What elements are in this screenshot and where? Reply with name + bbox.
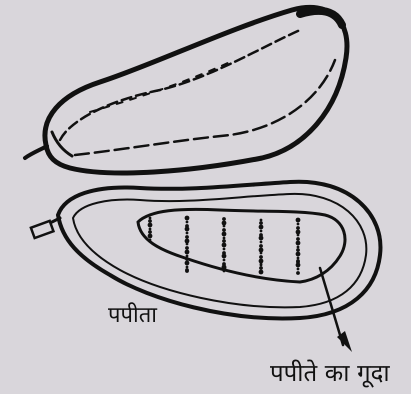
- seed-dot: [222, 228, 226, 232]
- seed-dot: [296, 252, 301, 257]
- seed-dot: [259, 270, 264, 275]
- seed-dot: [260, 252, 263, 255]
- seed-dot: [296, 237, 300, 241]
- seed-dot: [260, 230, 263, 233]
- whole-papaya: [25, 7, 347, 173]
- seed-dot: [259, 255, 263, 259]
- seed-dot: [297, 268, 300, 271]
- seed-dot: [223, 259, 226, 262]
- seed-dot: [222, 265, 227, 270]
- pointer-line: [320, 268, 343, 345]
- seed-dot: [148, 234, 153, 239]
- seed-dot: [297, 257, 300, 260]
- seed-dot: [148, 230, 152, 234]
- seed-dot: [297, 246, 300, 249]
- seed-dot: [259, 244, 263, 248]
- seed-dot: [296, 248, 300, 252]
- seed-dot: [185, 261, 190, 266]
- seed-dot: [260, 241, 263, 244]
- seed-dot: [148, 223, 153, 228]
- seed-dot: [223, 237, 226, 240]
- seed-dot: [185, 257, 189, 261]
- seed-dot: [185, 246, 189, 250]
- seed-dot: [185, 250, 190, 255]
- seed-dot: [260, 219, 263, 222]
- seed-dot: [296, 241, 301, 246]
- cut-papaya-stalk: [31, 221, 54, 238]
- seed-dot: [223, 225, 226, 228]
- label-papaya-pulp: पपीते का गूदा: [270, 356, 390, 389]
- seed-dot: [186, 243, 189, 246]
- seed-dot: [186, 232, 189, 235]
- papaya-stalk: [25, 146, 47, 158]
- seed-dot: [148, 219, 152, 223]
- pulp-seeds: [148, 216, 301, 275]
- label-papaya: पपीता: [108, 299, 157, 329]
- seed-dot: [222, 217, 226, 221]
- seed-dot: [297, 234, 300, 237]
- seed-dot: [223, 270, 226, 273]
- seed-dot: [186, 255, 189, 258]
- seed-dot: [185, 268, 189, 272]
- seed-dot: [222, 239, 226, 243]
- seed-dot: [296, 226, 300, 230]
- seed-dot: [296, 259, 300, 263]
- seed-dot: [185, 227, 190, 232]
- seed-dot: [149, 217, 152, 220]
- seed-dot: [185, 216, 190, 221]
- seed-dot: [149, 239, 152, 242]
- seed-dot: [259, 221, 263, 225]
- seed-dot: [259, 225, 264, 230]
- seed-dot: [186, 266, 189, 269]
- seed-dot: [296, 263, 301, 268]
- seed-dot: [259, 266, 263, 270]
- cut-papaya-section: [31, 182, 381, 352]
- seed-dot: [260, 263, 263, 266]
- seed-dot: [297, 223, 300, 226]
- seed-dot: [296, 271, 300, 275]
- seed-dot: [149, 228, 152, 231]
- seed-dot: [185, 235, 189, 239]
- seed-dot: [186, 221, 189, 224]
- pulp-region: [138, 209, 345, 282]
- seed-dot: [259, 236, 264, 241]
- seed-dot: [296, 218, 301, 223]
- seed-dot: [222, 232, 227, 237]
- seed-dot: [223, 248, 226, 251]
- seed-dot: [222, 254, 227, 259]
- seed-dot: [222, 243, 227, 248]
